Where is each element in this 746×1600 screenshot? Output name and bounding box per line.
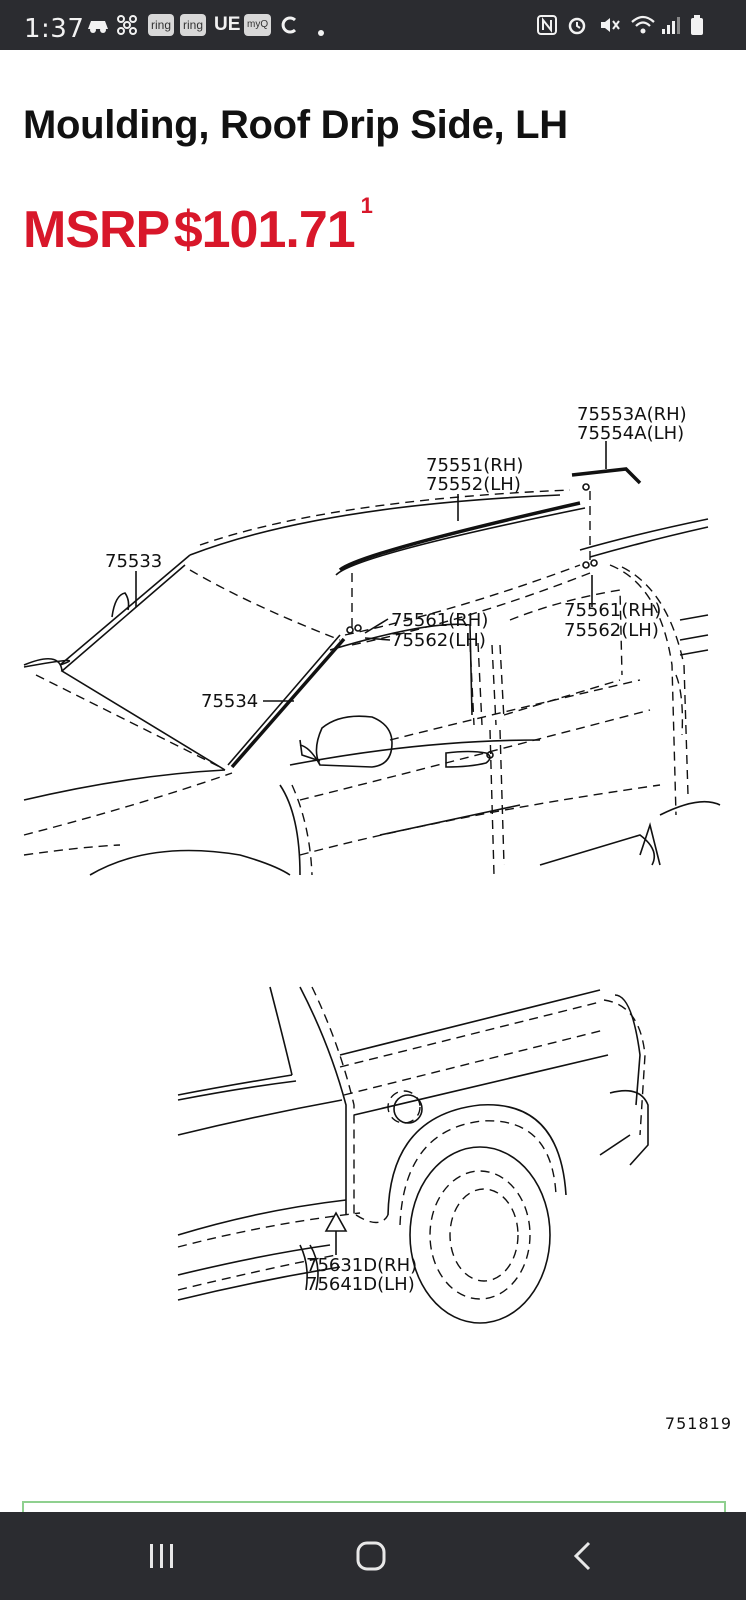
callout-75641d: 75641D(LH) xyxy=(306,1274,415,1295)
cab-illustration xyxy=(23,467,721,876)
wifi-icon xyxy=(630,14,656,36)
parts-diagram: 75553A(RH) 75554A(LH) 75551(RH) 75552(LH… xyxy=(23,404,721,1324)
home-icon[interactable] xyxy=(341,1532,401,1580)
status-bar: 1:37 ring ring UE myQ xyxy=(0,0,746,50)
callout-75553a: 75553A(RH) xyxy=(577,404,687,425)
callout-75561-rear: 75561(RH) xyxy=(564,600,661,621)
carplay-icon xyxy=(86,14,110,36)
fan-icon xyxy=(116,14,138,36)
nfc-icon xyxy=(536,14,558,36)
c-icon xyxy=(280,14,300,36)
more-notifications-dot xyxy=(318,30,324,36)
product-title: Moulding, Roof Drip Side, LH xyxy=(23,103,568,147)
callout-75562-rear: 75562(LH) xyxy=(564,620,659,641)
ring-icon: ring xyxy=(148,14,175,36)
callout-75552: 75552(LH) xyxy=(426,474,521,495)
recents-icon[interactable] xyxy=(132,1532,192,1580)
callout-75534: 75534 xyxy=(201,691,258,712)
callout-75631d: 75631D(RH) xyxy=(306,1255,417,1276)
uber-eats-icon: UE xyxy=(214,14,241,35)
battery-icon xyxy=(690,14,704,36)
callout-75561-front: 75561(RH) xyxy=(391,610,488,631)
callout-75551: 75551(RH) xyxy=(426,455,523,476)
msrp-footnote[interactable]: 1 xyxy=(360,192,373,218)
status-time: 1:37 xyxy=(24,14,85,44)
callout-75554a: 75554A(LH) xyxy=(577,423,684,444)
callout-75562-front: 75562(LH) xyxy=(391,630,486,651)
myq-icon: myQ xyxy=(244,14,272,36)
bed-illustration xyxy=(177,986,649,1324)
navigation-bar xyxy=(0,1512,746,1600)
msrp-label: MSRP xyxy=(23,201,170,259)
msrp-price: $101.71 xyxy=(173,201,356,259)
back-icon[interactable] xyxy=(552,1532,612,1580)
mute-icon xyxy=(598,14,622,36)
ring-icon: ring xyxy=(180,14,207,36)
leader-lines xyxy=(135,441,607,702)
signal-icon xyxy=(660,14,682,36)
diagram-id: 751819 xyxy=(664,1414,732,1433)
callout-75533: 75533 xyxy=(105,551,162,572)
alarm-icon xyxy=(566,14,588,36)
